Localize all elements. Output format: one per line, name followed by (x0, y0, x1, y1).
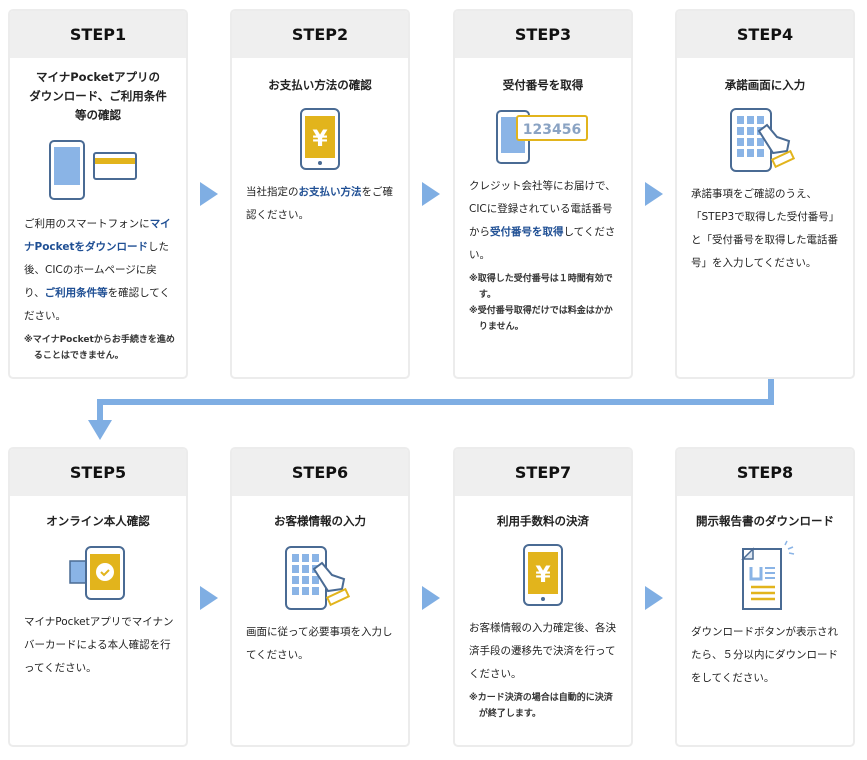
step-title: お客様情報の入力 (232, 496, 408, 531)
step-title-line: 受付番号を取得 (502, 78, 584, 92)
description-text: した後、CICのホームページに戻り、 (24, 241, 169, 299)
step-card-8: STEP8 開示報告書のダウンロードダウンロードボタンが表示されたら、５分以内にダ… (675, 447, 855, 747)
step-card-6: STEP6 お客様情報の入力画面に従って必要事項を入力してください。 (230, 447, 410, 747)
highlight-link[interactable]: ご利用条件等 (44, 287, 108, 299)
step-card-7: STEP7 利用手数料の決済 ¥ お客様情報の入力確定後、各決済手段の遷移先で決済を行… (453, 447, 633, 747)
yen-phone-icon: ¥ (232, 95, 408, 181)
note-item: ※マイナPocketからお手続きを進めることはできません。 (24, 335, 175, 361)
tablet-touch-icon (232, 531, 408, 621)
description-text: 当社指定の (246, 186, 299, 198)
highlight-link[interactable]: 受付番号を取得 (490, 226, 564, 238)
step-description: 承諾事項をご確認のうえ、「STEP3で取得した受付番号」と「受付番号を取得した電… (677, 183, 853, 275)
step-description: 当社指定のお支払い方法をご確認ください。 (232, 181, 408, 227)
row-connector-line (768, 379, 774, 405)
next-step-arrow-icon (422, 182, 440, 206)
step-description: ダウンロードボタンが表示されたら、５分以内にダウンロードをしてください。 (677, 621, 853, 690)
tablet-touch-icon (677, 95, 853, 183)
phone-number-bubble-icon: 123456 (455, 95, 631, 175)
step-notes: ※取得した受付番号は１時間有効です。 ※受付番号取得だけでは料金はかかりません。 (455, 267, 631, 335)
down-arrow-icon (88, 420, 112, 440)
next-step-arrow-icon (200, 586, 218, 610)
description-text: を確認してください。 (24, 287, 170, 322)
step-description: クレジット会社等にお届けで、CICに登録されている電話番号から受付番号を取得して… (455, 175, 631, 267)
step-card-4: STEP4 承諾画面に入力承諾事項をご確認のうえ、「STEP3で取得した受付番号」… (675, 9, 855, 379)
row-connector-line (97, 399, 103, 421)
next-step-arrow-icon (645, 182, 663, 206)
note-item: ※受付番号取得だけでは料金はかかりません。 (469, 306, 613, 332)
step-notes: ※カード決済の場合は自動的に決済が終了します。 (455, 686, 631, 722)
note-item: ※取得した受付番号は１時間有効です。 (469, 274, 613, 300)
step-title: 利用手数料の決済 (455, 496, 631, 531)
step-label: STEP3 (455, 11, 631, 58)
id-card-check-phone-icon (10, 531, 186, 611)
step-label: STEP7 (455, 449, 631, 496)
next-step-arrow-icon (200, 182, 218, 206)
step-label: STEP2 (232, 11, 408, 58)
step-title: マイナPocketアプリのダウンロード、ご利用条件等の確認 (10, 58, 186, 125)
highlight-link[interactable]: マイナPocketをダウンロード (24, 218, 171, 253)
step-label: STEP4 (677, 11, 853, 58)
step-title: お支払い方法の確認 (232, 58, 408, 95)
step-title-line: 承諾画面に入力 (724, 78, 806, 92)
step-title: オンライン本人確認 (10, 496, 186, 531)
step-label: STEP1 (10, 11, 186, 58)
step-card-5: STEP5 オンライン本人確認マイナPocketアプリでマイナンバーカードによる本… (8, 447, 188, 747)
highlight-link[interactable]: お支払い方法 (298, 186, 362, 198)
svg-text:¥: ¥ (312, 127, 328, 152)
document-icon (677, 531, 853, 621)
description-text: マイナPocketアプリでマイナンバーカードによる本人確認を行ってください。 (24, 616, 174, 674)
next-step-arrow-icon (645, 586, 663, 610)
step-description: お客様情報の入力確定後、各決済手段の遷移先で決済を行ってください。 (455, 617, 631, 686)
step-label: STEP6 (232, 449, 408, 496)
next-step-arrow-icon (422, 586, 440, 610)
phone-and-card-icon (10, 125, 186, 213)
step-title-line: お客様情報の入力 (274, 514, 366, 528)
yen-phone-icon: ¥ (455, 531, 631, 617)
step-label: STEP8 (677, 449, 853, 496)
step-description: 画面に従って必要事項を入力してください。 (232, 621, 408, 667)
step-card-2: STEP2 お支払い方法の確認 ¥ 当社指定のお支払い方法をご確認ください。 (230, 9, 410, 379)
step-description: ご利用のスマートフォンにマイナPocketをダウンロードした後、CICのホームペ… (10, 213, 186, 328)
step-title-line: 利用手数料の決済 (497, 514, 589, 528)
svg-text:¥: ¥ (535, 563, 551, 588)
description-text: してください。 (469, 226, 616, 261)
description-text: ダウンロードボタンが表示されたら、５分以内にダウンロードをしてください。 (691, 626, 838, 684)
step-title-line: 等の確認 (75, 108, 121, 122)
description-text: 承諾事項をご確認のうえ、「STEP3で取得した受付番号」と「受付番号を取得した電… (691, 188, 840, 269)
step-title: 受付番号を取得 (455, 58, 631, 95)
note-item: ※カード決済の場合は自動的に決済が終了します。 (469, 693, 613, 719)
step-title-line: マイナPocketアプリの (35, 70, 161, 84)
description-text: 画面に従って必要事項を入力してください。 (246, 626, 393, 661)
description-text: お客様情報の入力確定後、各決済手段の遷移先で決済を行ってください。 (469, 622, 616, 680)
step-label: STEP5 (10, 449, 186, 496)
step-card-3: STEP3 受付番号を取得 123456 クレジット会社等にお届けで、CICに登録され… (453, 9, 633, 379)
description-text: クレジット会社等にお届けで、CICに登録されている電話番号から (469, 180, 616, 238)
step-description: マイナPocketアプリでマイナンバーカードによる本人確認を行ってください。 (10, 611, 186, 680)
step-title: 承諾画面に入力 (677, 58, 853, 95)
step-title-line: 開示報告書のダウンロード (696, 514, 834, 528)
step-title-line: お支払い方法の確認 (268, 78, 372, 92)
step-title-line: ダウンロード、ご利用条件 (29, 89, 167, 103)
step-title-line: オンライン本人確認 (46, 514, 150, 528)
description-text: をご確認ください。 (246, 186, 393, 221)
receipt-number: 123456 (523, 122, 581, 138)
row-connector-line (97, 399, 774, 405)
step-notes: ※マイナPocketからお手続きを進めることはできません。 (10, 328, 186, 364)
description-text: ご利用のスマートフォンに (24, 218, 150, 230)
step-title: 開示報告書のダウンロード (677, 496, 853, 531)
